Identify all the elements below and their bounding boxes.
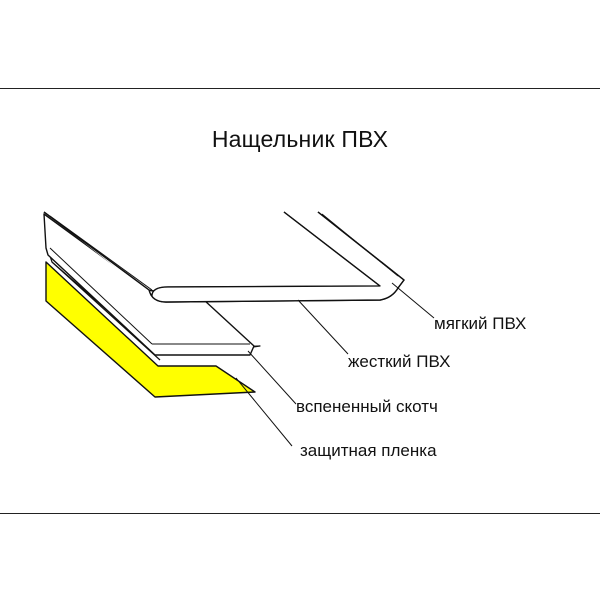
label-rigid-pvc: жесткий ПВХ bbox=[348, 352, 451, 371]
leader-line-rigid-pvc bbox=[297, 299, 349, 355]
soft-pvc-second-edge bbox=[321, 213, 399, 277]
leader-line-foam-tape bbox=[247, 350, 297, 405]
soft-pvc-face bbox=[44, 212, 398, 302]
label-protective-film: защитная пленка bbox=[300, 441, 437, 460]
soft-pvc-outline bbox=[43, 211, 405, 303]
label-soft-pvc: мягкий ПВХ bbox=[434, 314, 527, 333]
leader-line-soft-pvc bbox=[391, 282, 435, 319]
label-foam-tape: вспененный скотч bbox=[296, 397, 438, 416]
diagram-frame bbox=[0, 88, 600, 514]
soft-pvc-top-edge bbox=[151, 211, 381, 297]
rigid-pvc-inner-edge bbox=[49, 247, 153, 345]
protective-film-layer bbox=[45, 261, 256, 398]
soft-pvc-left-edge bbox=[49, 215, 153, 291]
diagram-title: Нащельник ПВХ bbox=[211, 126, 389, 152]
leader-line-protective-film bbox=[235, 377, 293, 447]
